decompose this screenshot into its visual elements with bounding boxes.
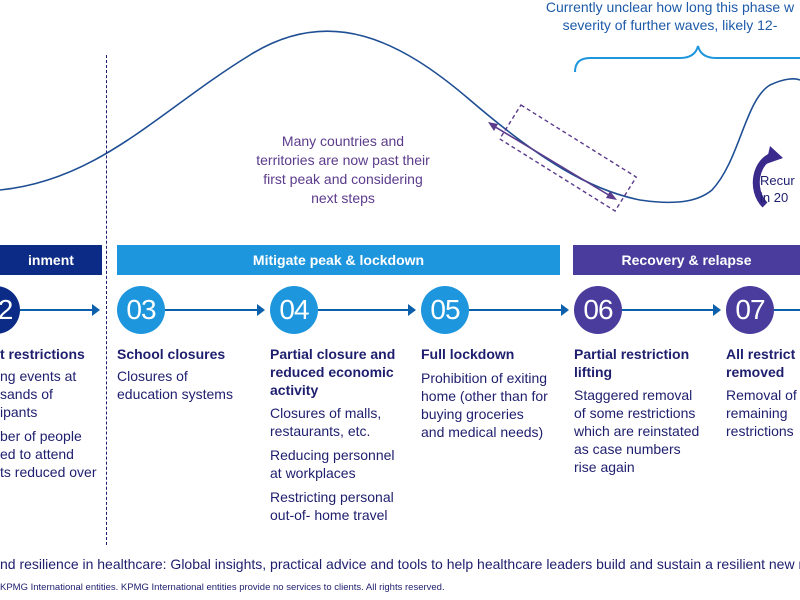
step-title-07: All restrict removed xyxy=(726,345,795,381)
step-desc-04-line-6: out-of- home travel xyxy=(270,507,388,523)
connector-arrow-05-06 xyxy=(469,309,561,311)
step-number-06: 06 xyxy=(583,294,613,325)
step-desc-06-line-3: which are reinstated xyxy=(574,423,700,439)
step-desc-05-line-2: home (other than for xyxy=(421,388,548,404)
arrow-head-icon xyxy=(713,304,721,316)
peak-annotation: Many countries and territories are now p… xyxy=(243,132,443,208)
step-title-04-line-3: activity xyxy=(270,382,319,398)
step-number-07: 07 xyxy=(735,294,765,325)
step-desc-02: ng events at sands of ipants ber of peop… xyxy=(0,367,97,481)
step-number-02: 2 xyxy=(0,294,13,325)
step-circle-03: 03 xyxy=(117,286,165,334)
peak-annotation-line-1: Many countries and xyxy=(281,133,405,149)
source-citation: nd resilience in healthcare: Global insi… xyxy=(0,556,800,572)
uncertainty-note-line-2: severity of further waves, likely 12- xyxy=(562,17,778,33)
arrow-head-icon xyxy=(92,304,100,316)
epidemic-curve-graphic xyxy=(0,30,800,212)
phase-label-mitigate: Mitigate peak & lockdown xyxy=(252,252,425,268)
connector-arrow-04-05 xyxy=(318,309,408,311)
phase-bar-containment: inment xyxy=(0,245,102,275)
step-desc-06: Staggered removal of some restrictions w… xyxy=(574,386,699,476)
timeline-uncertainty-note: Currently unclear how long this phase w … xyxy=(520,0,800,34)
phase-label-containment: inment xyxy=(28,252,74,268)
step-circle-06: 06 xyxy=(574,286,622,334)
double-arrow-head-end xyxy=(606,191,617,200)
double-arrow-icon xyxy=(491,124,613,198)
double-arrow-head-start xyxy=(488,122,498,131)
peak-annotation-line-4: next steps xyxy=(311,190,375,206)
step-desc-05-line-3: buying groceries xyxy=(421,406,524,422)
step-circle-05: 05 xyxy=(421,286,469,334)
step-title-06: Partial restriction lifting xyxy=(574,345,689,381)
step-desc-06-line-5: rise again xyxy=(574,459,635,475)
step-title-02-line-1: t restrictions xyxy=(0,346,85,362)
phase-bar-recovery: Recovery & relapse xyxy=(573,245,800,275)
step-desc-04-line-2: restaurants, etc. xyxy=(270,423,371,439)
step-title-02: t restrictions xyxy=(0,345,85,363)
phase-bar-mitigate: Mitigate peak & lockdown xyxy=(117,245,560,275)
step-title-04: Partial closure and reduced economic act… xyxy=(270,345,395,399)
step-desc-02-line-5: ed to attend xyxy=(0,446,74,462)
step-number-03: 03 xyxy=(126,294,156,325)
step-desc-05-line-4: and medical needs) xyxy=(421,424,544,440)
recurrence-note-line-1: Recur xyxy=(760,173,795,188)
step-title-04-line-1: Partial closure and xyxy=(270,346,396,362)
step-desc-07-line-1: Removal of xyxy=(726,387,797,403)
phase-label-recovery: Recovery & relapse xyxy=(621,252,752,268)
connector-arrow-07-next xyxy=(774,309,800,311)
step-title-04-line-2: reduced economic xyxy=(270,364,394,380)
arrow-head-icon xyxy=(561,304,569,316)
step-title-05-line-1: Full lockdown xyxy=(421,346,515,362)
recurrence-note: Recur in 20 xyxy=(760,172,800,206)
uncertainty-note-line-1: Currently unclear how long this phase w xyxy=(545,0,795,15)
phase-divider-dashed xyxy=(106,55,107,545)
step-desc-02-line-4: ber of people xyxy=(0,428,82,444)
step-desc-07: Removal of remaining restrictions xyxy=(726,386,797,440)
recurring-cycle-arrowhead xyxy=(766,146,783,164)
step-desc-02-line-2: sands of xyxy=(0,386,53,402)
step-desc-06-line-4: as case numbers xyxy=(574,441,681,457)
step-title-03-line-1: School closures xyxy=(117,346,226,362)
step-title-06-line-1: Partial restriction xyxy=(574,346,690,362)
step-title-07-line-2: removed xyxy=(726,364,785,380)
step-desc-03-line-2: education systems xyxy=(117,386,233,402)
step-desc-04-line-1: Closures of malls, xyxy=(270,405,382,421)
step-desc-05-line-1: Prohibition of exiting xyxy=(421,370,548,386)
arrow-head-icon xyxy=(257,304,265,316)
step-desc-02-line-6: ts reduced over xyxy=(0,464,97,480)
arrow-head-icon xyxy=(408,304,416,316)
recurrence-note-line-2: in 20 xyxy=(760,190,789,205)
step-desc-07-line-2: remaining xyxy=(726,405,788,421)
connector-arrow-06-07 xyxy=(622,309,713,311)
step-circle-07: 07 xyxy=(726,286,774,334)
copyright-notice: KPMG International entities. KPMG Intern… xyxy=(0,582,445,593)
step-desc-04: Closures of malls, restaurants, etc. Red… xyxy=(270,404,395,524)
step-desc-03-line-1: Closures of xyxy=(117,368,188,384)
connector-arrow-02-03 xyxy=(20,309,92,311)
step-title-05: Full lockdown xyxy=(421,345,514,363)
step-number-05: 05 xyxy=(430,294,460,325)
step-desc-06-line-2: of some restrictions xyxy=(574,405,696,421)
step-desc-05: Prohibition of exiting home (other than … xyxy=(421,369,548,441)
dashed-highlight-box xyxy=(498,104,638,212)
peak-annotation-line-2: territories are now past their xyxy=(256,152,430,168)
step-desc-07-line-3: restrictions xyxy=(726,423,794,439)
step-title-07-line-1: All restrict xyxy=(726,346,796,362)
step-number-04: 04 xyxy=(279,294,309,325)
step-title-06-line-2: lifting xyxy=(574,364,613,380)
step-desc-02-line-1: ng events at xyxy=(0,368,77,384)
step-desc-02-line-3: ipants xyxy=(0,404,38,420)
step-circle-04: 04 xyxy=(270,286,318,334)
step-desc-04-line-3: Reducing personnel xyxy=(270,447,395,463)
step-desc-04-line-4: at workplaces xyxy=(270,465,356,481)
connector-arrow-03-04 xyxy=(165,309,257,311)
peak-annotation-line-3: first peak and considering xyxy=(263,171,423,187)
top-brace-icon xyxy=(574,45,800,73)
step-desc-06-line-1: Staggered removal xyxy=(574,387,693,403)
step-circle-02: 2 xyxy=(0,286,20,334)
step-title-03: School closures xyxy=(117,345,225,363)
step-desc-03: Closures of education systems xyxy=(117,367,233,403)
step-desc-04-line-5: Restricting personal xyxy=(270,489,394,505)
